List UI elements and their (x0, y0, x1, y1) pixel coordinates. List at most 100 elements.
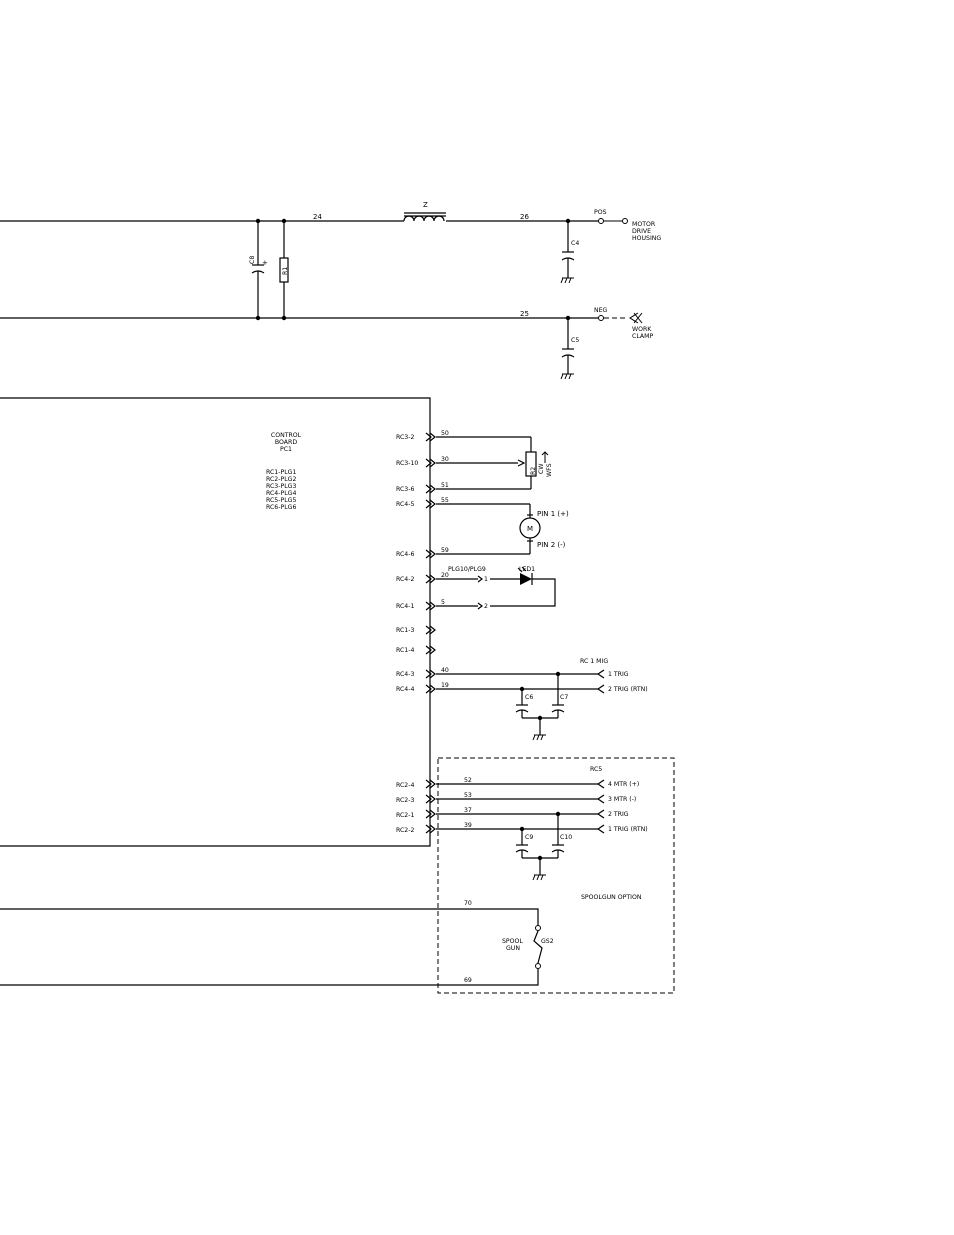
led-label: LED1 (519, 566, 535, 573)
wire-number: 51 (441, 482, 449, 489)
connector-chevron (425, 625, 432, 635)
plug-label: RC6-PLG6 (266, 504, 296, 511)
wire-number: 52 (464, 777, 472, 784)
control-board-title: PC1 (280, 446, 292, 453)
connector-label: RC4-5 (396, 501, 414, 508)
r1-label: R1 (282, 267, 289, 275)
rc5-chevron (596, 824, 605, 834)
connector-chevron (429, 669, 436, 679)
wfs-potentiometer: R2 CW WFS (436, 436, 553, 490)
wire-number: 53 (464, 792, 472, 799)
gs2-switch-icon (533, 930, 543, 964)
wire-label: 26 (520, 213, 529, 221)
connector-label: RC3-10 (396, 460, 418, 467)
wire-number: 70 (464, 900, 472, 907)
connector-chevron (425, 458, 432, 468)
c8-label: C8 (249, 256, 256, 264)
wire-number: 69 (464, 977, 472, 984)
connector-chevron (429, 549, 436, 559)
plug-chevron (477, 602, 483, 610)
connector-label: RC4-1 (396, 603, 414, 610)
motor-housing-label: MOTOR (632, 221, 656, 228)
connector-chevron (429, 574, 436, 584)
wire-number: 30 (441, 456, 449, 463)
choke-coil (403, 215, 445, 222)
wire-number: 59 (441, 547, 449, 554)
connector-chevron (429, 601, 436, 611)
mtr-pos-label: 4 MTR (+) (608, 781, 639, 788)
plug-label: RC3-PLG3 (266, 483, 296, 490)
connector-chevrons (425, 432, 436, 834)
plug-chevron (477, 575, 483, 583)
c4-label: C4 (571, 240, 579, 247)
plug-label: RC4-PLG4 (266, 490, 296, 497)
wire-number: 40 (441, 667, 449, 674)
trig-rtn-label: 1 TRIG (RTN) (608, 826, 648, 833)
connector-chevron (425, 432, 432, 442)
control-board-outline (0, 397, 431, 847)
connector-chevron (425, 645, 432, 655)
c8-polarity: + (262, 259, 268, 267)
connector-chevron (425, 601, 432, 611)
connector-chevron (425, 779, 432, 789)
trig-chevron (596, 669, 605, 679)
plug-pin: 2 (484, 603, 488, 610)
plg-label: PLG10/PLG9 (448, 566, 486, 573)
wire-number: 37 (464, 807, 472, 814)
connector-label: RC2-2 (396, 827, 414, 834)
cw-arrow-icon (541, 451, 549, 463)
connector-chevron (429, 484, 436, 494)
connector-label: RC3-2 (396, 434, 414, 441)
connector-label: RC4-6 (396, 551, 414, 558)
spoolgun-option-label: SPOOLGUN OPTION (581, 894, 642, 901)
trig-rtn-label: 2 TRIG (RTN) (608, 686, 648, 693)
work-clamp-label: CLAMP (632, 333, 653, 340)
ground-icon (532, 874, 546, 881)
connector-label: RC4-4 (396, 686, 414, 693)
trig-chevron (596, 684, 605, 694)
wire-69 (0, 969, 539, 986)
spool-label: SPOOL (502, 938, 523, 945)
wiper-arrow (517, 459, 526, 467)
spoolgun-option: RC5 4 MTR (+) 3 MTR (-) 2 TRIG 1 TRIG (R… (0, 757, 675, 994)
rc1-mig-label: RC 1 MIG (580, 658, 608, 665)
wire-number: 39 (464, 822, 472, 829)
connector-chevron (425, 794, 432, 804)
connector-label: RC4-2 (396, 576, 414, 583)
connector-chevron (429, 499, 436, 509)
trigger-circuit: RC 1 MIG 1 TRIG 2 TRIG (RTN) C6 C7 (436, 658, 648, 741)
trig-label: 1 TRIG (608, 671, 629, 678)
c6-label: C6 (525, 694, 533, 701)
connector-chevron (429, 824, 436, 834)
control-board-title: CONTROL (271, 432, 302, 439)
connector-chevron (429, 645, 436, 655)
connector-label: RC2-4 (396, 782, 414, 789)
connector-chevron (429, 794, 436, 804)
connector-chevron (425, 824, 432, 834)
connector-chevron (425, 669, 432, 679)
connector-chevron (429, 809, 436, 819)
wire-numbers: 50 30 51 55 59 20 5 40 19 52 53 37 39 70… (441, 430, 472, 984)
rc5-chevron (596, 809, 605, 819)
connector-chevron (429, 432, 436, 442)
wire-number: 55 (441, 497, 449, 504)
work-clamp-label: WORK (632, 326, 652, 333)
led-diode-icon (520, 573, 532, 585)
wire-number: 5 (441, 599, 445, 606)
wire-number: 20 (441, 572, 449, 579)
wire-label: 25 (520, 310, 529, 318)
connector-chevron (425, 809, 432, 819)
connector-chevron (429, 458, 436, 468)
pin1-label: PIN 1 (+) (537, 510, 569, 518)
connector-chevron (425, 484, 432, 494)
ground-icon (560, 277, 574, 284)
connector-chevron (425, 574, 432, 584)
plug-label: RC2-PLG2 (266, 476, 296, 483)
connector-chevron (429, 684, 436, 694)
connector-label: RC4-3 (396, 671, 414, 678)
plug-label: RC5-PLG5 (266, 497, 296, 504)
control-board-title: BOARD (275, 439, 297, 446)
trig-label: 2 TRIG (608, 811, 629, 818)
motor: M PIN 1 (+) PIN 2 (-) (436, 503, 569, 555)
